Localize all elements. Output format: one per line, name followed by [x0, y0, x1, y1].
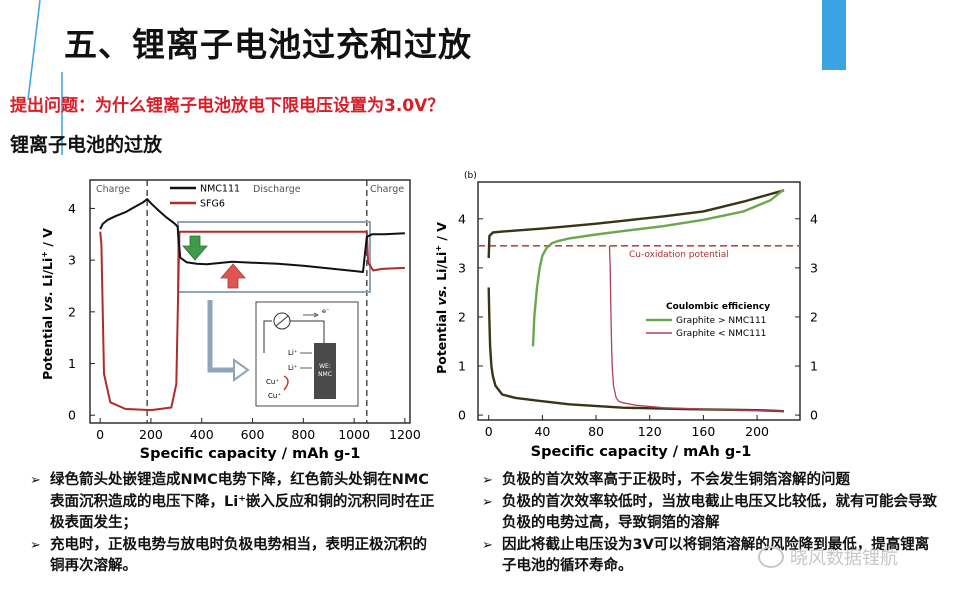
y-tick-label: 2 — [68, 304, 76, 319]
bullet-arrow-icon: ➢ — [30, 473, 41, 488]
x-tick-label: 40 — [534, 424, 550, 439]
inset-ion-li-1: Li⁺ — [288, 349, 298, 357]
series-line-graphite-gt — [531, 188, 785, 347]
y-tick-label: 1 — [458, 359, 466, 374]
slide-title: 五、锂离子电池过充和过放 — [64, 25, 472, 64]
right-chart: (b) 0 1 2 3 4 0 1 2 3 4 0 40 80 120 160 200 Potential… — [436, 171, 818, 460]
bullet-arrow-icon: ➢ — [482, 537, 493, 553]
x-tick-label: 600 — [241, 427, 265, 442]
series-line-nmc111 — [99, 198, 405, 273]
bullet-list-left: ➢ 绿色箭头处嵌锂造成NMC电势下降，红色箭头处铜在NMC表面沉积造成的电压下降，… — [30, 470, 440, 578]
series-line-sfg6 — [99, 230, 405, 412]
y-tick-label: 2 — [458, 309, 466, 324]
x-tick-label: 160 — [691, 424, 715, 439]
series-line-nmc-discharge — [487, 287, 784, 413]
inset-electrode — [314, 343, 336, 399]
y2-tick-label: 0 — [810, 408, 818, 423]
bullet-arrow-icon: ➢ — [482, 494, 493, 510]
y2-tick-label: 3 — [810, 260, 818, 275]
bullet-list-right: ➢ 负极的首次效率高于正极时，不会发生铜箔溶解的问题 ➢ 负极的首次效率较低时，当放… — [482, 470, 937, 578]
legend-label-graphite-gt: Graphite > NMC111 — [676, 316, 766, 326]
right-y-label: Potential vs. Li/Li+ / V — [436, 222, 449, 374]
callout-arrow-icon — [233, 358, 250, 382]
bullet-item: ➢ 负极的首次效率较低时，当放电截止电压又比较低，就有可能会导致负极的电势过高，导… — [482, 492, 937, 535]
inset-ion-li-2: Li⁺ — [288, 364, 298, 372]
inset-ion-cu-2: Cu⁺ — [268, 392, 281, 400]
bullet-item: ➢ 负极的首次效率高于正极时，不会发生铜箔溶解的问题 — [482, 470, 937, 492]
bullet-text: 负极的首次效率较低时，当放电截止电压又比较低，就有可能会导致负极的电势过高，导致… — [502, 493, 937, 532]
x-tick-label: 0 — [485, 424, 493, 439]
cell-schematic-inset: e⁻ WE: NMC Li⁺ Li⁺ Cu⁺ Cu⁺ — [255, 301, 359, 407]
inset-cell-label-1: WE: — [319, 363, 331, 370]
bullet-item: ➢ 因此将截止电压设为3V可以将铜箔溶解的风险降到最低，提高锂离子电池的循环寿命。 — [482, 535, 937, 578]
region-label-charge-right: Charge — [370, 184, 404, 195]
left-x-label: Specific capacity / mAh g-1 — [140, 446, 361, 462]
y-tick-label: 0 — [68, 408, 76, 423]
left-chart: 0 1 2 3 4 0 200 400 600 800 1000 1200 Potential vs… — [40, 179, 421, 462]
inset-electron-label: e⁻ — [322, 307, 329, 315]
legend-label-graphite-lt: Graphite < NMC111 — [676, 329, 766, 339]
region-label-charge-left: Charge — [96, 184, 130, 195]
left-plot-frame — [89, 179, 411, 424]
x-tick-label: 1000 — [338, 427, 370, 442]
x-tick-label: 0 — [96, 427, 104, 442]
bullet-item: ➢ 充电时，正极电势与放电时负极电势相当，表明正极沉积的铜再次溶解。 — [30, 535, 440, 578]
watermark-text: 晓风数据锂航 — [790, 548, 898, 569]
left-y-label: Potential vs. Li/Li+ / V — [40, 228, 55, 380]
right-panel-label: (b) — [464, 171, 477, 181]
green-arrow-icon — [182, 235, 208, 261]
right-x-label: Specific capacity / mAh g-1 — [531, 444, 752, 460]
y-tick-label: 4 — [458, 211, 466, 226]
bullet-arrow-icon: ➢ — [30, 537, 41, 553]
inset-cell-label-2: NMC — [318, 371, 332, 378]
red-arrow-icon — [220, 263, 246, 289]
bullet-text: 充电时，正极电势与放电时负极电势相当，表明正极沉积的铜再次溶解。 — [50, 536, 427, 575]
y2-tick-label: 2 — [810, 309, 818, 324]
x-tick-label: 200 — [139, 427, 163, 442]
bullet-arrow-icon: ➢ — [482, 473, 493, 488]
question-text: 提出问题：为什么锂离子电池放电下限电压设置为3.0V？ — [10, 96, 445, 116]
bullet-item: ➢ 绿色箭头处嵌锂造成NMC电势下降，红色箭头处铜在NMC表面沉积造成的电压下降，… — [30, 470, 440, 535]
x-tick-label: 800 — [291, 427, 315, 442]
series-line-nmc-charge — [487, 189, 785, 259]
x-tick-label: 80 — [588, 424, 604, 439]
y-tick-label: 3 — [458, 260, 466, 275]
right-plot-frame — [477, 181, 801, 421]
y-tick-label: 0 — [458, 408, 466, 423]
x-tick-label: 1200 — [389, 427, 421, 442]
y-tick-label: 1 — [68, 356, 76, 371]
bullet-text: 负极的首次效率高于正极时，不会发生铜箔溶解的问题 — [502, 472, 850, 488]
inset-ion-cu-1: Cu⁺ — [266, 378, 279, 386]
y2-tick-label: 4 — [810, 211, 818, 226]
y2-tick-label: 1 — [810, 359, 818, 374]
x-tick-label: 400 — [190, 427, 214, 442]
bullet-text: 因此将截止电压设为3V可以将铜箔溶解的风险降到最低，提高锂离子电池的循环寿命。 — [502, 536, 930, 575]
decorative-line — [27, 0, 63, 155]
series-line-graphite-lt — [608, 245, 784, 412]
bullet-text: 绿色箭头处嵌锂造成NMC电势下降，红色箭头处铜在NMC表面沉积造成的电压下降，L… — [50, 472, 435, 531]
legend-label-sfg6: SFG6 — [200, 199, 225, 210]
x-tick-label: 120 — [638, 424, 662, 439]
legend-title: Coulombic efficiency — [666, 302, 770, 312]
region-label-discharge: Discharge — [253, 184, 301, 195]
section-heading: 锂离子电池的过放 — [10, 134, 163, 156]
wechat-icon — [758, 546, 784, 568]
accent-bar — [822, 0, 846, 70]
cu-oxidation-label: Cu-oxidation potential — [629, 250, 729, 260]
y-tick-label: 3 — [68, 253, 76, 268]
watermark: 晓风数据锂航 — [758, 544, 898, 570]
y-tick-label: 4 — [68, 201, 76, 216]
legend-label-nmc111: NMC111 — [200, 184, 240, 195]
x-tick-label: 200 — [745, 424, 769, 439]
callout-connector — [207, 300, 236, 373]
